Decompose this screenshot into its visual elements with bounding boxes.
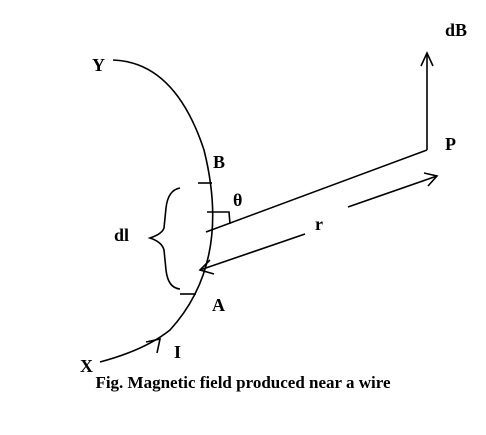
label-p: P bbox=[445, 134, 456, 154]
r-arrowhead-lower bbox=[198, 259, 215, 275]
r-arrow-upper bbox=[347, 175, 438, 208]
r-arrowhead-upper bbox=[423, 172, 439, 187]
label-current: I bbox=[174, 342, 181, 362]
r-arrow-lower bbox=[199, 233, 306, 271]
dl-brace bbox=[147, 187, 181, 290]
label-b: B bbox=[213, 152, 225, 172]
label-x: X bbox=[80, 356, 93, 376]
figure-caption: Fig. Magnetic field produced near a wire bbox=[95, 373, 391, 392]
label-theta: θ bbox=[233, 190, 242, 210]
label-y: Y bbox=[92, 55, 105, 75]
angle-marker bbox=[207, 211, 231, 225]
line-to-p bbox=[205, 149, 428, 233]
label-dl: dl bbox=[114, 225, 129, 245]
current-arrow bbox=[145, 337, 162, 354]
db-arrowhead bbox=[420, 51, 434, 67]
label-r: r bbox=[315, 214, 323, 234]
label-db: dB bbox=[445, 20, 467, 40]
wire-curve bbox=[99, 59, 214, 363]
label-a: A bbox=[212, 295, 225, 315]
